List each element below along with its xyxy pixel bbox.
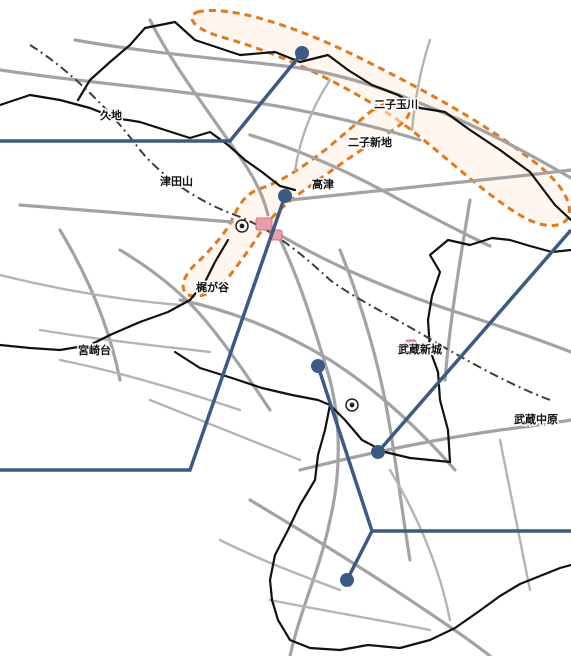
leader-line xyxy=(316,365,571,533)
road xyxy=(38,328,212,354)
station-label-musashi-shinjo: 武蔵新城 xyxy=(398,342,442,356)
road xyxy=(276,233,340,656)
road xyxy=(443,198,472,382)
road xyxy=(58,228,122,382)
road xyxy=(218,538,342,592)
leader-line xyxy=(345,530,374,581)
leader-marker xyxy=(371,445,385,459)
station-label-futako-tamagawa: 二子玉川 xyxy=(374,98,418,111)
leader-marker xyxy=(311,359,325,373)
road xyxy=(248,498,492,656)
road xyxy=(268,598,432,632)
boundary-line xyxy=(0,93,297,192)
leader-marker xyxy=(295,46,309,60)
road xyxy=(410,38,432,132)
ward-office-icon xyxy=(235,219,249,233)
station-marker xyxy=(255,217,273,231)
road xyxy=(248,133,492,248)
station-markers xyxy=(255,97,417,349)
station-marker xyxy=(361,136,373,146)
road xyxy=(338,248,412,562)
ward-office-icon xyxy=(345,398,359,412)
road xyxy=(0,273,182,307)
callout-leaders xyxy=(0,46,571,587)
station-label-tsudayama: 津田山 xyxy=(160,174,193,188)
road xyxy=(58,358,242,412)
road xyxy=(148,398,302,462)
tama-river-zone xyxy=(190,8,571,227)
leader-marker xyxy=(340,573,354,587)
leader-marker xyxy=(278,189,292,203)
boundary-line xyxy=(268,403,571,652)
road xyxy=(498,438,532,592)
road xyxy=(118,248,272,412)
corridor-zone xyxy=(181,100,411,298)
leader-line xyxy=(0,51,304,143)
station-labels: 久地 二子玉川 二子新地 津田山 高津 梶が谷 宮崎台 武蔵新城 武蔵中原 xyxy=(77,97,560,428)
road xyxy=(273,230,571,354)
road xyxy=(288,168,571,202)
roads xyxy=(0,18,571,656)
station-label-miyazakidai: 宮崎台 xyxy=(78,343,111,357)
road xyxy=(18,203,234,224)
station-label-kajigaya: 梶が谷 xyxy=(196,280,230,294)
road xyxy=(388,468,452,622)
station-label-kuji: 久地 xyxy=(100,108,122,122)
road xyxy=(178,298,457,472)
boundary-line xyxy=(143,20,571,222)
station-marker xyxy=(392,97,408,108)
boundary-line xyxy=(426,236,571,464)
road xyxy=(293,78,332,172)
leader-line xyxy=(376,228,571,454)
station-label-takatsu: 高津 xyxy=(312,177,334,191)
station-label-musashi-nakahara: 武蔵中原 xyxy=(514,412,558,426)
leader-line xyxy=(0,195,287,472)
city-boundary xyxy=(0,20,571,652)
road xyxy=(0,68,422,142)
boundary-line xyxy=(76,26,147,102)
railway-line xyxy=(29,44,551,401)
station-marker xyxy=(405,339,417,349)
road xyxy=(73,38,571,180)
boundary-line xyxy=(108,238,230,337)
station-label-futako-shinchi: 二子新地 xyxy=(348,135,392,149)
road xyxy=(298,418,571,472)
boundary-line xyxy=(0,333,112,352)
